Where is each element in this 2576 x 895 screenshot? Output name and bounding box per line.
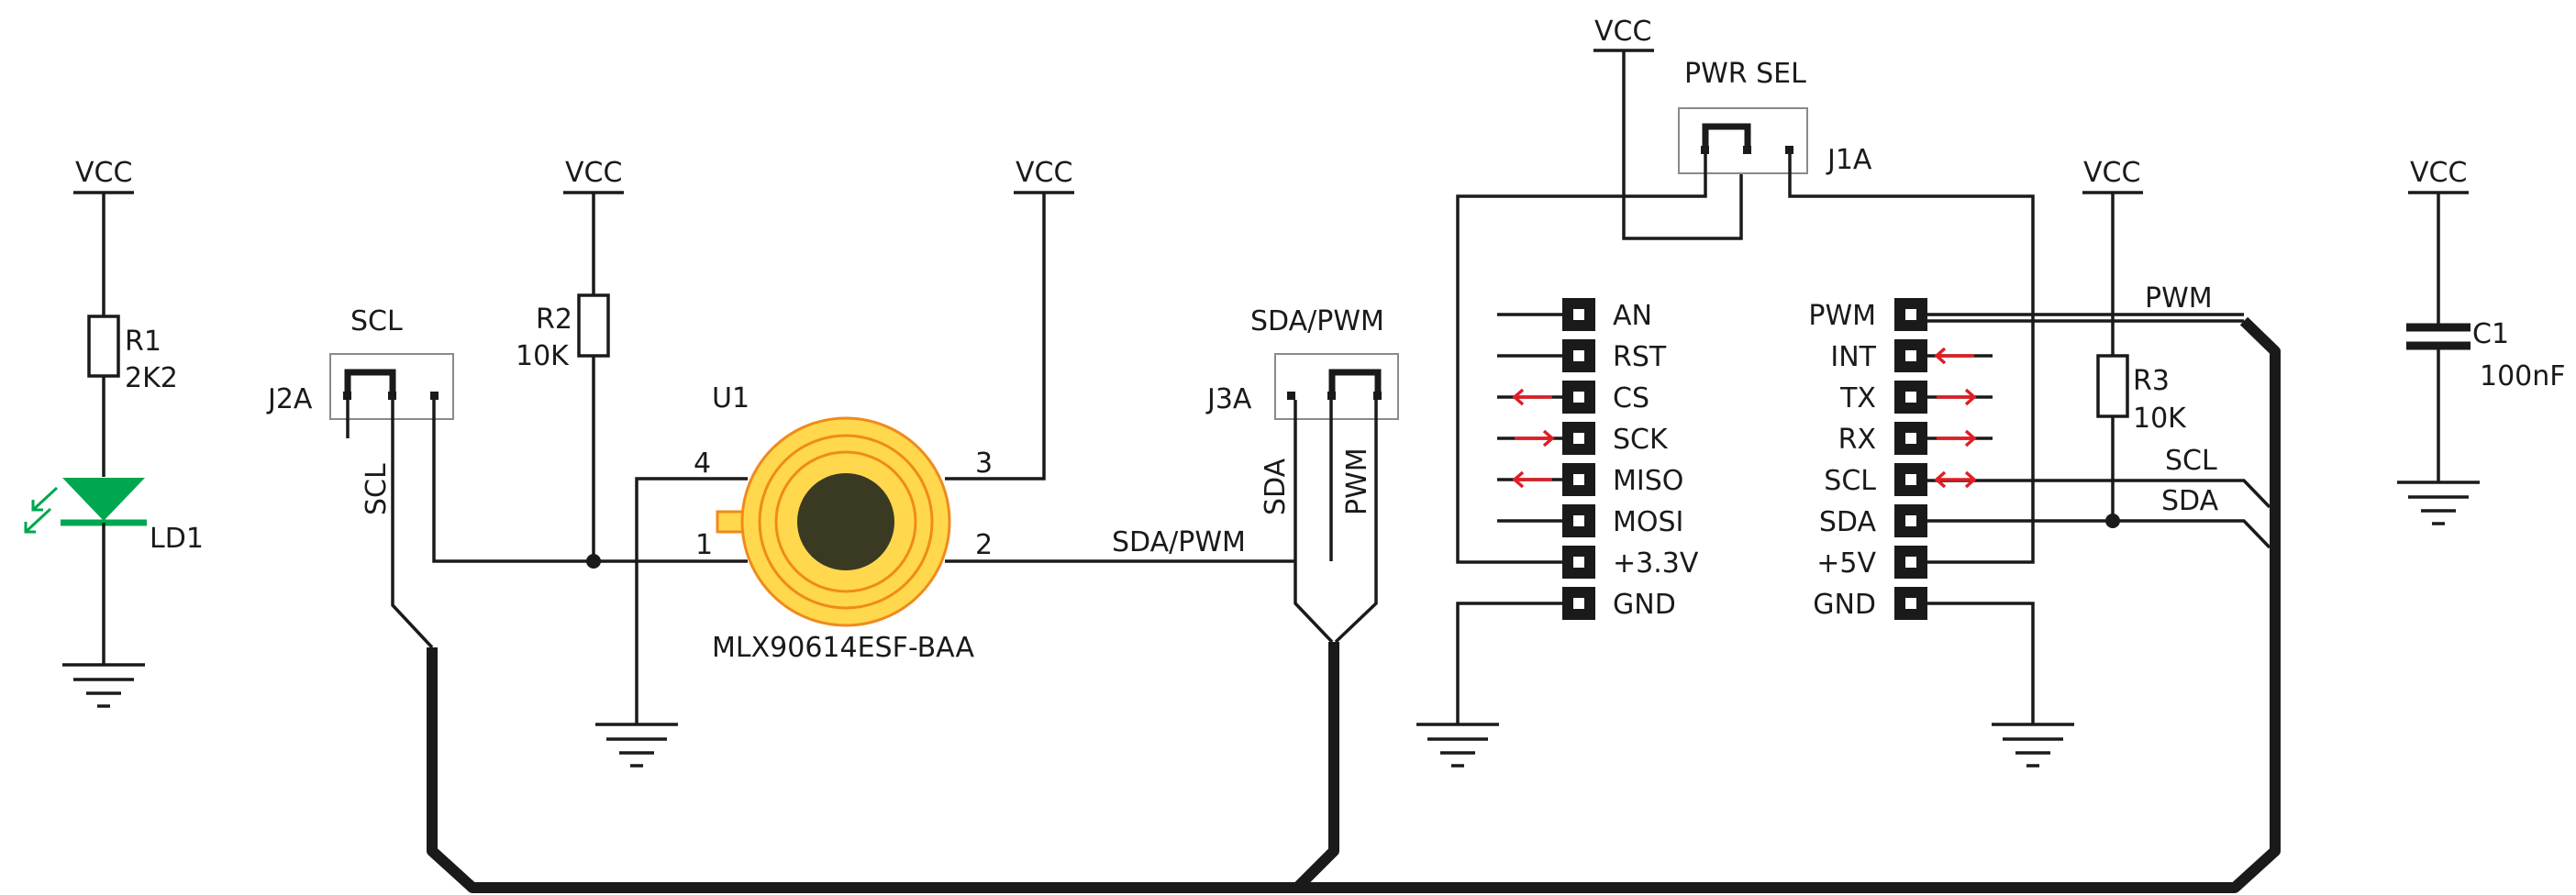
r1-name: R1	[125, 326, 161, 358]
header-left-pin-5: MOSI	[1497, 504, 1683, 538]
header-right-pin-5: SDA	[1819, 504, 1927, 538]
vcc-label-c1: VCC	[2410, 157, 2467, 189]
vcc-label-u1: VCC	[1016, 157, 1072, 189]
header-left-label: AN	[1613, 300, 1652, 332]
header-left-pin-2: CS	[1497, 381, 1649, 414]
header-left-pin-7: GND	[1562, 587, 1676, 621]
junction-node	[2105, 514, 2120, 528]
header-right-pins: PWM INT TX RX SCL SDA +5V GND	[1808, 298, 2244, 621]
j2a-title: SCL	[350, 305, 403, 337]
header-left-pin-4: MISO	[1497, 463, 1683, 497]
pwm-net-label: PWM	[2145, 282, 2213, 315]
c1-value: 100nF	[2480, 360, 2566, 392]
led-branch: VCC R1 2K2 LD1	[24, 157, 204, 708]
u1-label: U1	[712, 382, 749, 414]
u1-part-number: MLX90614ESF-BAA	[712, 632, 975, 664]
pin-1-label: 1	[695, 529, 713, 561]
header-right-label: SCL	[1824, 465, 1876, 497]
header-left-label: +3.3V	[1613, 547, 1699, 580]
header-right-label: +5V	[1816, 547, 1876, 580]
led-ld1	[62, 478, 145, 521]
capacitor-c1: VCC C1 100nF	[2397, 157, 2566, 525]
j1a-label: J1A	[1826, 144, 1872, 176]
header-right-label: TX	[1839, 382, 1876, 414]
header-right-label: GND	[1813, 589, 1876, 621]
led-emission-arrow-1	[31, 486, 59, 512]
header-right-pin-2: TX	[1839, 381, 1993, 414]
header-right-label: PWM	[1808, 300, 1876, 332]
r2-name: R2	[536, 304, 572, 336]
r3-value: 10K	[2133, 403, 2187, 435]
vcc-label-r2: VCC	[565, 157, 622, 189]
header-right-label: RX	[1838, 424, 1876, 456]
pwr-sel-title: PWR SEL	[1684, 58, 1806, 90]
pwm-wire-label: PWM	[1341, 448, 1373, 515]
sensor-u1: U1 4 1 VCC 3 2 SDA/PWM MLX90614ESF-BAA	[595, 157, 1295, 768]
junction-node	[586, 554, 601, 569]
header-left-label: MOSI	[1613, 506, 1683, 538]
pullup-r3: VCC R3 10K	[2082, 157, 2187, 528]
scl-wire-label: SCL	[361, 463, 393, 515]
header-left-label: MISO	[1613, 465, 1683, 497]
ground-icon	[1992, 723, 2074, 768]
sda-net-label: SDA	[2161, 485, 2219, 517]
header-left-label: SCK	[1613, 424, 1669, 456]
jumper-j3a: SDA/PWM J3A SDA PWM	[1205, 305, 1399, 644]
led-emission-arrow-2	[24, 507, 52, 534]
sda-pwm-net-label: SDA/PWM	[1112, 526, 1246, 558]
pin-4-label: 4	[694, 448, 711, 480]
r2-value: 10K	[516, 340, 570, 372]
header-right-pin-6: +5V	[1816, 546, 1927, 580]
sensor-tab	[716, 510, 745, 534]
j1a-box	[1678, 107, 1808, 174]
bus-line	[427, 316, 2281, 893]
pin-2-label: 2	[975, 529, 993, 561]
header-left	[1416, 602, 1571, 768]
vcc-label-r3: VCC	[2083, 157, 2140, 189]
r1-value: 2K2	[125, 362, 178, 394]
header-left-pin-3: SCK	[1497, 422, 1669, 456]
header-left-label: GND	[1613, 589, 1676, 621]
header-left-pin-1: RST	[1497, 339, 1667, 373]
ground-icon	[62, 663, 145, 708]
resistor-r2	[577, 293, 610, 358]
header-left-label: RST	[1613, 341, 1667, 373]
power-select: VCC PWR SEL J1A	[1456, 16, 2035, 564]
vcc-label-r1: VCC	[75, 157, 132, 189]
jumper-j2a: SCL J2A SCL	[266, 305, 716, 649]
header-right: PWM SCL SDA	[1919, 282, 2271, 768]
ground-icon	[2397, 481, 2480, 525]
r3-name: R3	[2133, 365, 2170, 397]
header-left-label: CS	[1613, 382, 1649, 414]
vcc-label-j1a: VCC	[1594, 16, 1651, 48]
header-left-pin-0: AN	[1497, 298, 1652, 332]
resistor-r3	[2096, 354, 2129, 418]
header-left-pins: AN RST CS SCK MISO MOSI +3.3V GND	[1497, 298, 1699, 621]
j2a-label: J2A	[266, 383, 313, 415]
sda-wire-label: SDA	[1260, 458, 1292, 515]
header-right-pin-0: PWM	[1808, 298, 2244, 332]
header-right-pin-1: INT	[1830, 339, 1993, 373]
header-left-pin-6: +3.3V	[1562, 546, 1699, 580]
resistor-r1	[87, 315, 120, 378]
header-right-pin-4: SCL	[1824, 463, 1977, 497]
ld1-label: LD1	[150, 523, 204, 555]
ground-icon	[1416, 723, 1499, 768]
j3a-title: SDA/PWM	[1250, 305, 1384, 337]
header-right-label: INT	[1830, 341, 1876, 373]
header-right-pin-3: RX	[1838, 422, 1993, 456]
header-right-label: SDA	[1819, 506, 1877, 538]
c1-name: C1	[2472, 318, 2509, 350]
header-right-pin-7: GND	[1813, 587, 1927, 621]
pin-3-label: 3	[975, 448, 993, 480]
scl-net-label: SCL	[2165, 445, 2217, 477]
j3a-label: J3A	[1205, 383, 1252, 415]
ground-icon	[595, 723, 678, 768]
sensor-window	[797, 473, 894, 570]
pullup-r2: VCC R2 10K	[516, 157, 624, 569]
